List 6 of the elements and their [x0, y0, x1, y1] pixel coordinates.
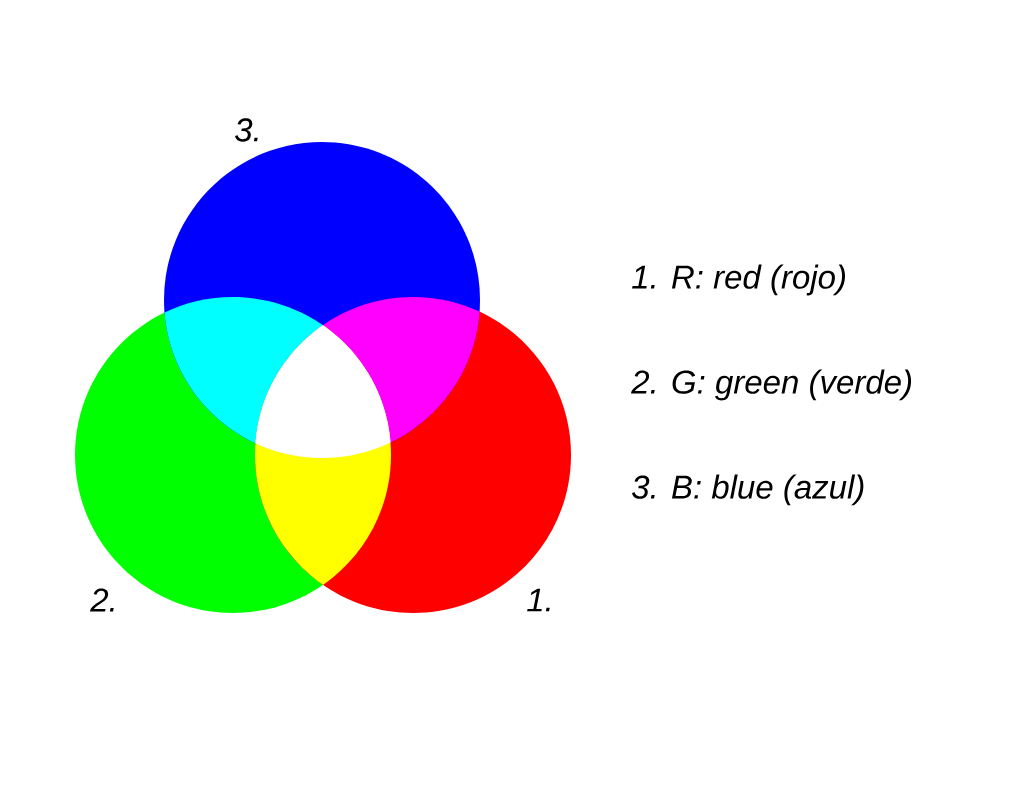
color-key-text: 1. R: red (rojo)	[632, 264, 845, 296]
color-key-text: 3. B: blue (azul)	[632, 474, 864, 506]
callout-number: 1.	[527, 588, 550, 612]
color-key-text: 2. G: green (verde)	[631, 369, 912, 401]
callout-number: 2.	[90, 588, 114, 612]
callout-number: 3.	[235, 118, 258, 142]
